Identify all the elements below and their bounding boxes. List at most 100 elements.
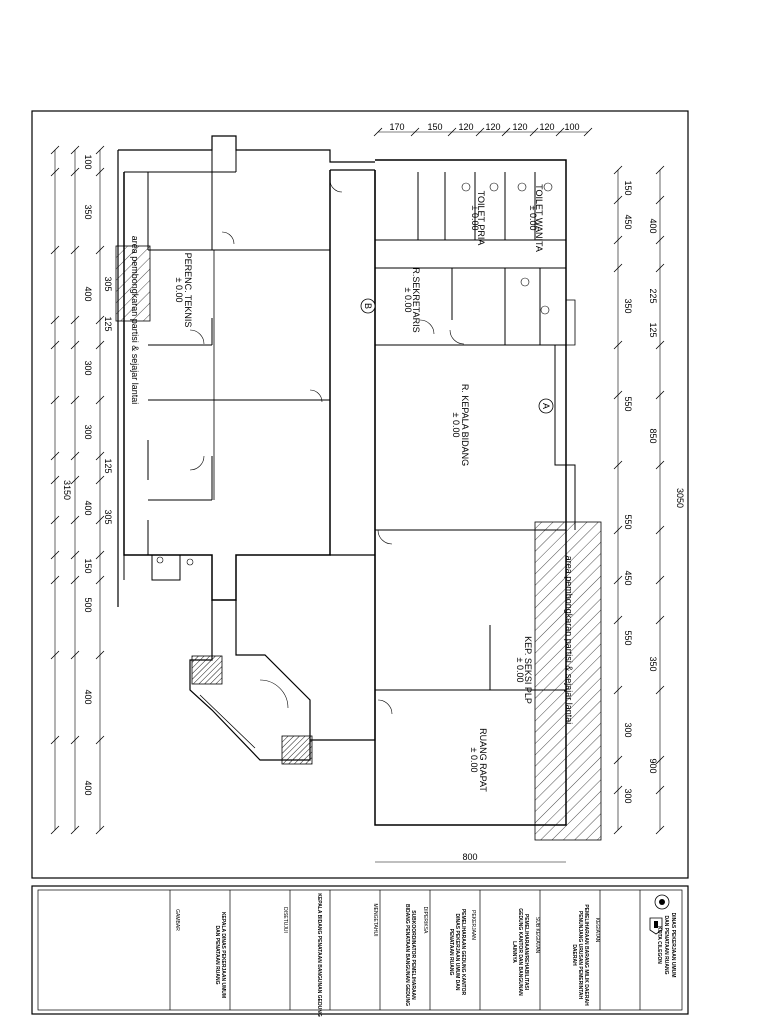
right-dim-2: 450 <box>623 214 633 229</box>
dim-tick <box>655 235 665 245</box>
dim-tick <box>613 525 623 535</box>
dim-tick <box>655 615 665 625</box>
dim-tick <box>655 165 665 175</box>
dim-tick <box>613 390 623 400</box>
dim-tick <box>95 340 105 350</box>
right-dimensions: 150 400 450 225 350 125 550 850 550 450 … <box>623 180 685 803</box>
right-dim-12: 300 <box>623 722 633 737</box>
dim-tick <box>655 390 665 400</box>
disetujui-label: DISETUJUI <box>282 907 288 933</box>
column-block-2 <box>281 735 313 765</box>
dim-tick <box>50 451 60 461</box>
dim-tick <box>50 245 60 255</box>
right-dim-9: 450 <box>623 570 633 585</box>
plan-frame <box>31 110 689 879</box>
sub-kegiatan-label: SUB KEGIATAN <box>534 917 540 954</box>
sub-kegiatan-line-2: GEDUNG KANTOR DAN BANGUNAN <box>517 908 523 996</box>
dim-tick <box>613 340 623 350</box>
dim-tick <box>95 515 105 525</box>
kegiatan-line-1: PEMELIHARAAN BARANG MILIK DAERAH <box>583 904 589 1006</box>
dim-tick <box>447 127 457 137</box>
left-dim-1: 350 <box>83 204 93 219</box>
dim-tick <box>50 395 60 405</box>
agency-line-2: DAN PENATAAN RUANG <box>663 916 669 975</box>
left-dim-6: 300 <box>83 424 93 439</box>
grid-marker-b: B <box>360 298 376 314</box>
note-right: area pembongkaran partisi & sejajar lant… <box>564 556 574 725</box>
right-dim-13: 900 <box>648 758 658 773</box>
city-emblem <box>649 917 663 935</box>
right-dim-7: 850 <box>648 428 658 443</box>
dim-tick <box>613 235 623 245</box>
dim-tick <box>50 550 60 560</box>
dim-tick <box>70 340 80 350</box>
title-block-frame <box>31 885 689 1015</box>
note-left: area pembongkaran partisi & sejajar lant… <box>130 236 140 405</box>
dim-tick <box>95 315 105 325</box>
dim-tick <box>613 685 623 695</box>
disetujui-line-2: DAN PENATAAN RUANG <box>214 926 220 985</box>
dim-tick <box>50 145 60 155</box>
dim-tick <box>70 650 80 660</box>
top-dim-4: 120 <box>512 122 527 132</box>
top-dim-1: 150 <box>427 122 442 132</box>
left-dim-8: 400 <box>83 500 93 515</box>
kegiatan-label: KEGIATAN <box>594 918 600 943</box>
dim-tick <box>70 245 80 255</box>
left-dim-3: 400 <box>83 286 93 301</box>
dim-tick <box>70 451 80 461</box>
dim-tick <box>655 755 665 765</box>
dim-tick <box>70 575 80 585</box>
room-name-ruang-rapat: RUANG RAPAT <box>478 728 488 792</box>
right-dim-4: 350 <box>623 298 633 313</box>
right-dim-14: 300 <box>623 788 633 803</box>
diperiksa-label: DIPERIKSA <box>422 907 428 934</box>
dim-tick <box>50 650 60 660</box>
dim-tick <box>655 525 665 535</box>
dim-tick <box>613 785 623 795</box>
dim-tick <box>70 315 80 325</box>
mengetahui-label: MENGETAHUI <box>372 904 378 937</box>
dim-tick <box>70 735 80 745</box>
dim-tick <box>95 550 105 560</box>
dim-tick <box>655 575 665 585</box>
left-dim-11: 500 <box>83 597 93 612</box>
hatched-area-left <box>115 245 151 322</box>
dim-tick <box>655 785 665 795</box>
dim-tick <box>529 127 539 137</box>
dim-tick <box>501 127 511 137</box>
dim-tick <box>70 550 80 560</box>
dim-tick <box>95 245 105 255</box>
dim-tick <box>613 825 623 835</box>
pekerjaan-line-3: PENATAAN RUANG <box>448 929 454 976</box>
dim-tick <box>655 685 665 695</box>
title-block-text: DINAS PEKERJAAN UMUM DAN PENATAAN RUANG … <box>174 893 676 1017</box>
right-dim-5: 125 <box>648 322 658 337</box>
agency-line-3: KOTA CILEGON <box>656 926 662 964</box>
total-right-dim: 3050 <box>675 488 685 508</box>
top-dim-5: 120 <box>539 122 554 132</box>
dim-tick <box>95 451 105 461</box>
dim-tick <box>655 460 665 470</box>
mengetahui-line-1: KEPALA BIDANG PENATAAN BANGUNAN GEDUNG <box>316 893 322 1017</box>
dim-tick <box>70 475 80 485</box>
room-name-sekretaris: R.SEKRETARIS <box>411 267 421 332</box>
kegiatan-line-2: PENUNJANG URUSAN PEMERINTAH <box>577 911 583 1000</box>
dim-tick <box>50 315 60 325</box>
room-level-sekretaris: ± 0.00 <box>403 288 413 313</box>
dim-tick <box>475 127 485 137</box>
pekerjaan-line-2: DINAS PEKERJAAN UMUM DAN <box>454 914 460 991</box>
column-block-1 <box>191 655 223 685</box>
top-dimensions: 170 150 120 120 120 120 100 <box>389 122 579 132</box>
agency-logo <box>654 894 670 910</box>
dim-tick <box>555 127 565 137</box>
room-level-toilet-pria: ± 0.00 <box>470 206 480 231</box>
dim-tick <box>50 475 60 485</box>
dim-tick <box>95 167 105 177</box>
dim-tick <box>50 735 60 745</box>
left-dim-2: 305 <box>103 276 113 291</box>
dim-tick <box>613 195 623 205</box>
dim-tick <box>583 127 593 137</box>
right-dim-8: 550 <box>623 514 633 529</box>
